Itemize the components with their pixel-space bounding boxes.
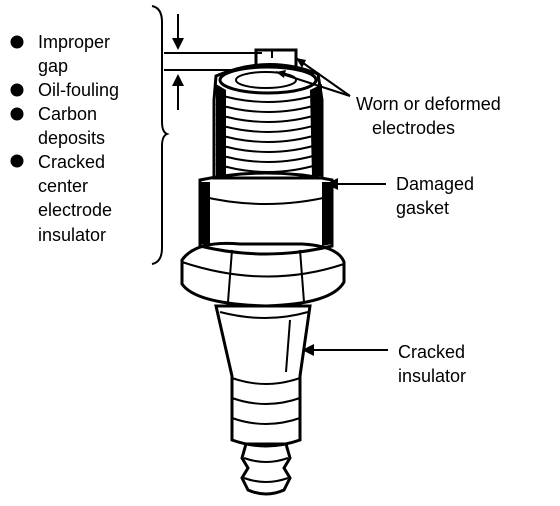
callout-gasket-line1: Damaged	[396, 174, 474, 194]
callout-electrodes-line1: Worn or deformed	[356, 94, 501, 114]
arrowhead-icon	[296, 58, 306, 68]
arrow-up-icon	[172, 74, 184, 86]
list-item-improper-gap-line2: gap	[38, 56, 68, 76]
spark-plug-illustration	[180, 48, 346, 496]
list-item-oil-fouling: Oil-fouling	[38, 80, 119, 100]
callout-leaders	[275, 57, 388, 356]
callout-gasket-line2: gasket	[396, 198, 449, 218]
list-item-cracked-insulator-line2: center	[38, 176, 88, 196]
arrowhead-icon	[276, 70, 286, 78]
grouping-brace	[151, 5, 170, 265]
bullet-icon	[10, 83, 24, 97]
list-item-improper-gap-line1: Improper	[38, 32, 110, 52]
list-item-cracked-insulator-line3: electrode	[38, 200, 112, 220]
arrow-down-icon	[172, 38, 184, 50]
list-item-carbon-deposits-line2: deposits	[38, 128, 105, 148]
arrowhead-icon	[302, 344, 314, 356]
callout-insulator-line2: insulator	[398, 366, 466, 386]
list-item-cracked-insulator-line1: Cracked	[38, 152, 105, 172]
condition-list: Improper gap Oil-fouling Carbon deposits…	[10, 32, 119, 245]
bullet-icon	[10, 107, 24, 121]
list-item-carbon-deposits-line1: Carbon	[38, 104, 97, 124]
list-item-cracked-insulator-line4: insulator	[38, 225, 106, 245]
arrowhead-icon	[326, 178, 338, 190]
callout-electrodes-line2: electrodes	[372, 118, 455, 138]
callout-insulator-line1: Cracked	[398, 342, 465, 362]
bullet-icon	[10, 35, 24, 49]
bullet-icon	[10, 154, 24, 168]
